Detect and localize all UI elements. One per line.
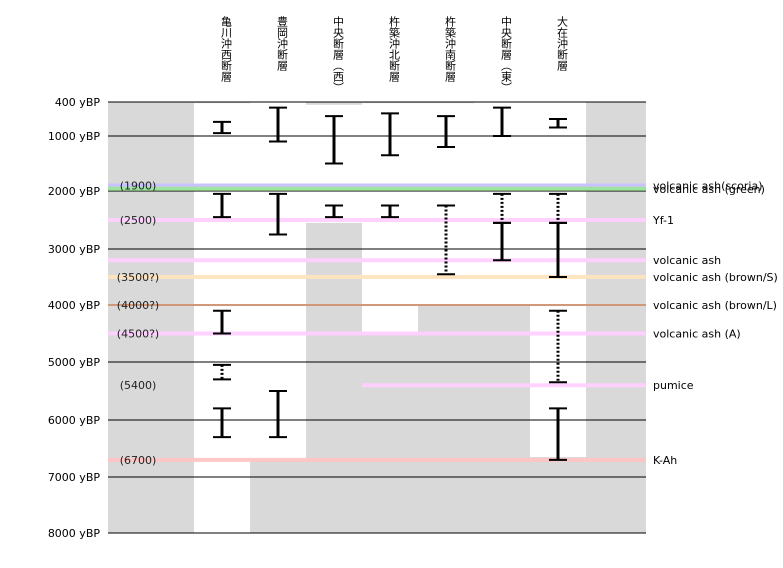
marker-age-label: (3500?) xyxy=(117,271,159,284)
y-tick-label: 3000 yBP xyxy=(48,243,101,256)
column-header: 亀川沖西断層 xyxy=(220,15,233,82)
marker-name-label: volcanic ash (brown/L) xyxy=(653,299,777,312)
y-tick-label: 4000 yBP xyxy=(48,299,101,312)
marker-name-label: volcanic ash (A) xyxy=(653,328,741,341)
activity-range xyxy=(213,407,231,439)
marker-labels: (1900)volcanic ash(scoria)volcanic ash (… xyxy=(117,180,778,467)
activity-range xyxy=(437,204,455,276)
activity-range xyxy=(549,221,567,278)
marker-name-label: K-Ah xyxy=(653,454,677,467)
y-axis-labels: 400 yBP 1000 yBP 2000 yBP 3000 yBP 4000 yBP 5… xyxy=(48,96,101,540)
activity-range xyxy=(213,120,231,135)
activity-range xyxy=(213,363,231,381)
activity-range xyxy=(325,204,343,219)
activity-range xyxy=(213,309,231,335)
marker-name-label: volcanic ash(scoria) xyxy=(653,180,763,193)
y-tick-label: 2000 yBP xyxy=(48,185,101,198)
activity-range xyxy=(381,112,399,157)
marker-name-label: Yf-1 xyxy=(652,214,674,227)
activity-range xyxy=(269,192,287,236)
activity-range xyxy=(437,115,455,148)
marker-name-label: volcanic ash (brown/S) xyxy=(653,271,778,284)
column-header: 豊岡沖断層 xyxy=(276,16,289,71)
activity-ranges xyxy=(213,106,567,461)
activity-range xyxy=(549,309,567,384)
marker-age-label: (6700) xyxy=(120,454,157,467)
marker-name-label: volcanic ash xyxy=(653,254,721,267)
marker-name-label: pumice xyxy=(653,379,694,392)
marker-name-label: volcanic ash (green) xyxy=(653,183,765,196)
marker-age-label: (4500?) xyxy=(117,328,159,341)
activity-range xyxy=(269,106,287,143)
y-tick-label: 1000 yBP xyxy=(48,130,101,143)
column-headers: 亀川沖西断層 豊岡沖断層 中央断層（西） 杵築沖北断層 杵築沖南断層 中央断層（東） 大在沖… xyxy=(220,15,569,93)
y-tick-label: 7000 yBP xyxy=(48,471,101,484)
activity-range xyxy=(549,407,567,461)
activity-range xyxy=(213,192,231,219)
column-header: 中央断層（西） xyxy=(332,16,345,93)
y-tick-label: 8000 yBP xyxy=(48,527,101,540)
activity-range xyxy=(549,118,567,129)
column-header: 大在沖断層 xyxy=(556,15,569,71)
column-header: 杵築沖南断層 xyxy=(444,15,457,82)
column-header: 中央断層（東） xyxy=(500,16,513,93)
y-tick-label: 6000 yBP xyxy=(48,414,101,427)
marker-age-label: (5400) xyxy=(120,379,157,392)
activity-range xyxy=(493,221,511,262)
activity-range xyxy=(325,115,343,165)
marker-age-label: (2500) xyxy=(120,214,157,227)
marker-age-label: (4000?) xyxy=(117,299,159,312)
activity-range xyxy=(269,390,287,439)
marker-age-label: (1900) xyxy=(120,180,157,193)
y-tick-label: 400 yBP xyxy=(55,96,101,109)
y-tick-label: 5000 yBP xyxy=(48,356,101,369)
activity-range xyxy=(493,106,511,137)
activity-range xyxy=(381,204,399,219)
column-header: 杵築沖北断層 xyxy=(388,15,401,82)
